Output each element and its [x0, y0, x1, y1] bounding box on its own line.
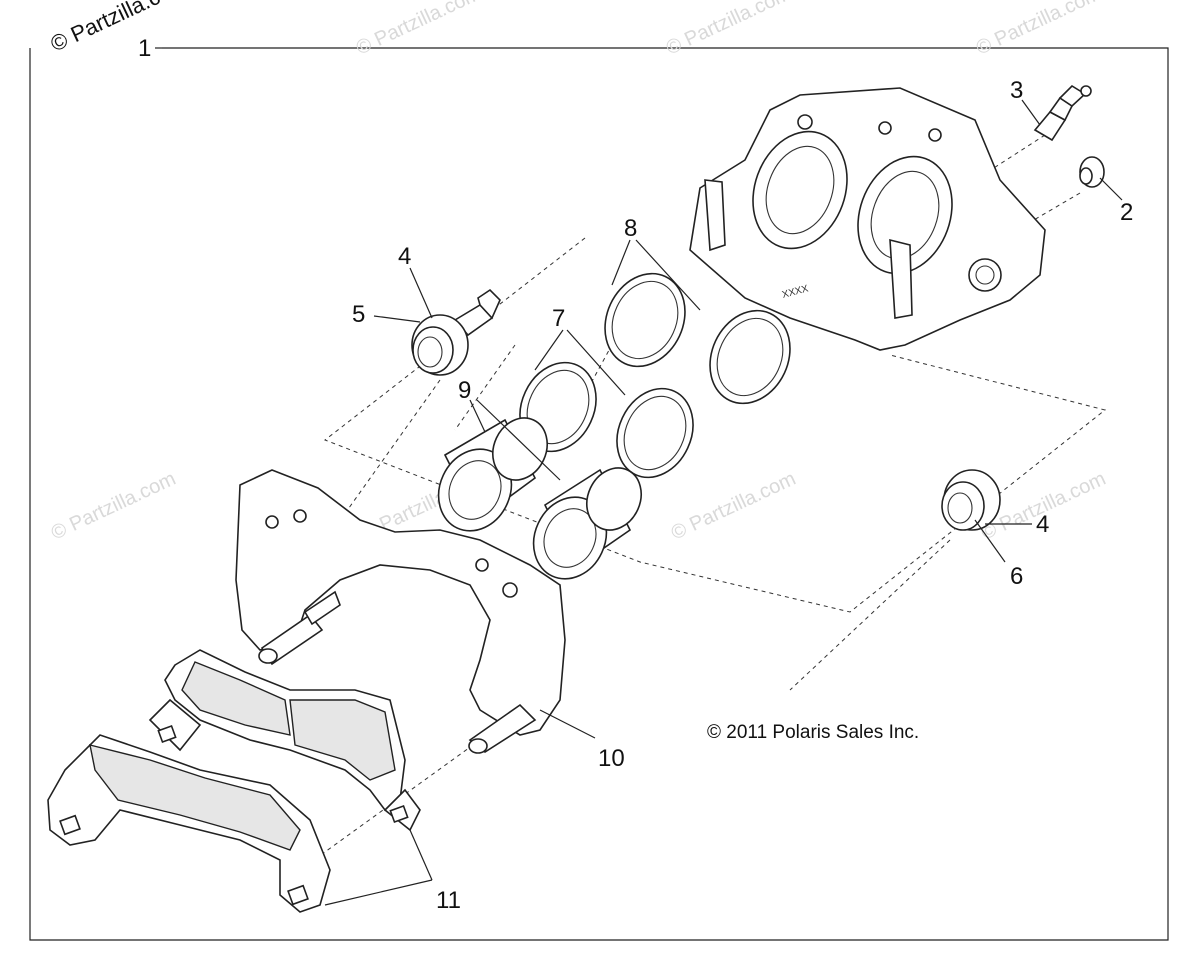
- brake-pad-inner: [148, 649, 406, 812]
- callout-6: 6: [1010, 563, 1023, 590]
- bleeder-cap: [1079, 156, 1105, 188]
- watermark: © Partzilla.com: [668, 468, 799, 545]
- callout-1: 1: [138, 35, 151, 62]
- copyright-notice: © 2011 Polaris Sales Inc.: [707, 722, 919, 743]
- caliper-pistons: [437, 417, 642, 580]
- callout-4-right: 4: [1036, 511, 1049, 538]
- caliper-bracket: [235, 469, 566, 754]
- callout-leaders: [155, 47, 1123, 906]
- watermark: © Partzilla.com: [353, 0, 484, 60]
- bleeder-valve: [1033, 84, 1092, 142]
- callout-7: 7: [552, 305, 565, 332]
- slide-pin-boot-left: [411, 288, 501, 376]
- watermark: © Partzilla.com: [663, 0, 794, 60]
- callout-11: 11: [436, 887, 461, 914]
- callout-4-left: 4: [398, 243, 411, 270]
- watermark: © Partzilla.com: [48, 468, 179, 545]
- watermark: © Partzilla.com: [973, 0, 1104, 60]
- callout-3: 3: [1010, 77, 1023, 104]
- callout-10: 10: [598, 745, 625, 772]
- callout-9: 9: [458, 377, 471, 404]
- slide-pin-boot-right: [941, 469, 1001, 531]
- callout-5: 5: [352, 301, 365, 328]
- callout-8: 8: [624, 215, 637, 242]
- brake-pad-outer: [47, 734, 421, 913]
- caliper-body: XXXX: [689, 87, 1046, 351]
- callout-labels: 1 2 3 4 5 8 7 9 4 6 10 11: [138, 35, 1133, 914]
- callout-2: 2: [1120, 199, 1133, 226]
- piston-seal-large: [604, 272, 791, 405]
- diagram-frame: [29, 47, 1169, 941]
